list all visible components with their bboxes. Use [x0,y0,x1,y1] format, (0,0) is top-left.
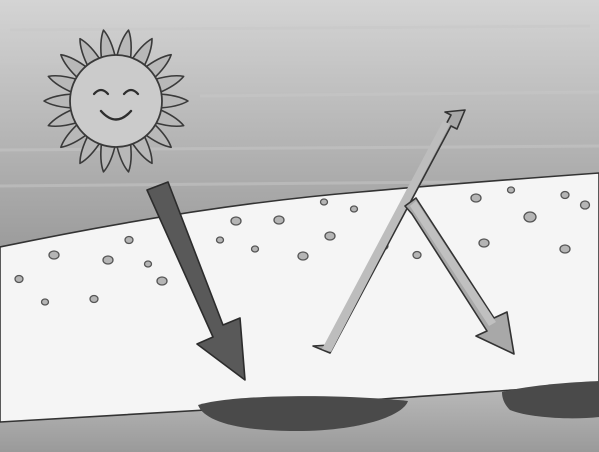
sun-face [70,55,162,147]
